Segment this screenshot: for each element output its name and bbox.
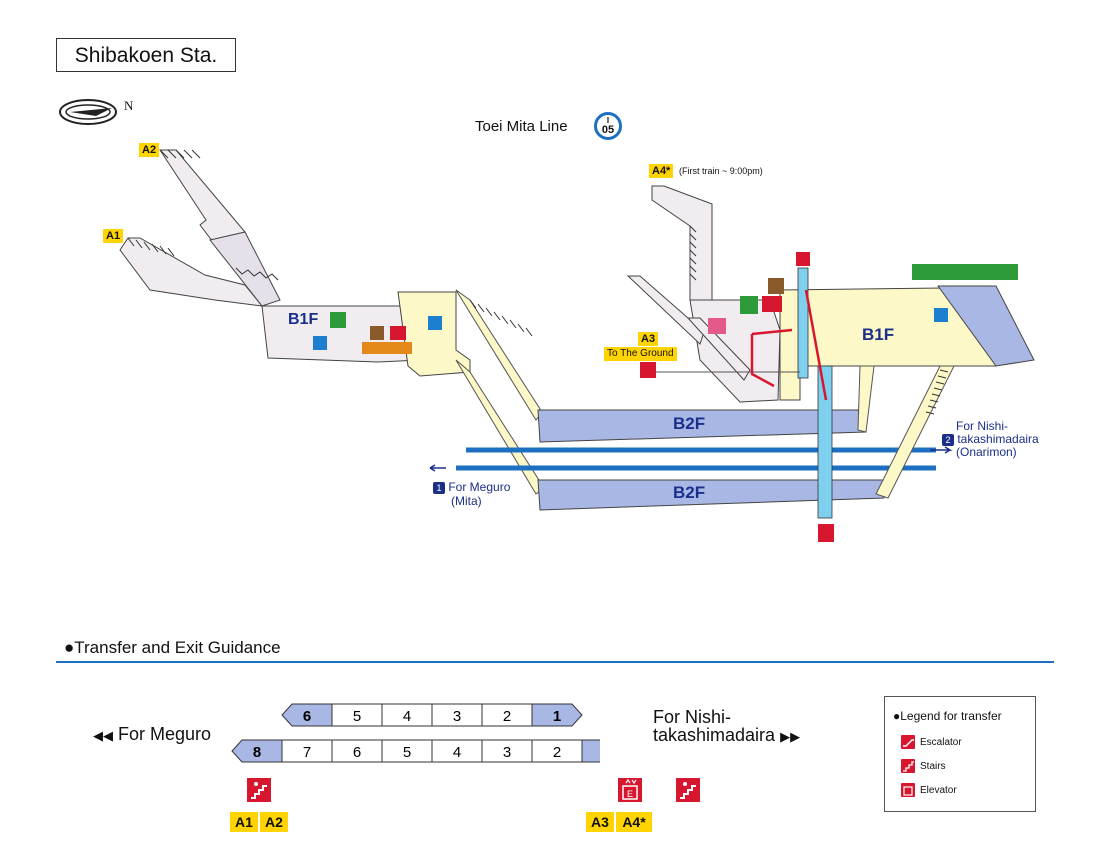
floor-label-b1f-left: B1F: [288, 311, 319, 328]
exit-a3-guidance: A3: [586, 812, 614, 832]
line-code-number: 05: [601, 124, 615, 136]
guidance-title: ●Transfer and Exit Guidance: [64, 638, 281, 657]
train-car: [531, 703, 583, 727]
stairs-icon: [247, 778, 271, 802]
train-car-number: 7: [303, 744, 311, 761]
legend-escalator-label: Escalator: [920, 736, 962, 748]
train-car-number: 6: [303, 708, 311, 725]
train-car: [281, 703, 333, 727]
direction-nishi-label-a: For Nishi-: [653, 707, 732, 727]
compass-icon: [59, 99, 117, 125]
exits-right: A3 A4*: [586, 812, 652, 832]
platform-nishi: For Nishi- 2 takashimadaira (Onarimon): [942, 420, 1039, 459]
legend-row-elevator: Elevator: [901, 783, 957, 797]
elevator-icon: [901, 783, 915, 797]
north-label: N: [124, 98, 134, 113]
exit-a3-note: To The Ground: [604, 347, 677, 361]
train-car-number: 8: [253, 744, 261, 761]
exit-tag-a4: A4*: [649, 164, 674, 178]
line-name: Toei Mita Line: [475, 118, 568, 135]
train-car-number: 5: [403, 744, 411, 761]
floor-label-b2f-bottom: B2F: [673, 483, 706, 502]
line-code-letter: I: [606, 116, 610, 125]
legend-row-stairs: Stairs: [901, 759, 946, 773]
legend-title: ●Legend for transfer: [893, 709, 1002, 723]
stairs-to-b2f-left: [455, 289, 543, 421]
exit-tag-a1: A1: [103, 229, 124, 243]
floor-label-b2f-top: B2F: [673, 414, 706, 433]
train-car-number: 1: [553, 708, 561, 725]
train-car-number: 2: [503, 708, 511, 725]
train-car-number: 4: [403, 708, 411, 725]
stairs-icon: [675, 778, 700, 802]
platform-meguro-sub: (Mita): [451, 494, 482, 508]
exit-tag-a3: A3: [638, 332, 659, 346]
platform-number-1: 1: [433, 482, 445, 494]
direction-nishi: For Nishi- takashimadaira ▶▶: [653, 707, 801, 745]
exit-tag-a2: A2: [139, 143, 160, 157]
station-map: [119, 149, 1035, 542]
b2f-platform-bottom: [537, 479, 885, 511]
direction-nishi-label-b: takashimadaira: [653, 725, 776, 745]
platform-nishi-label-a: For Nishi-: [956, 419, 1009, 433]
direction-meguro-label: For Meguro: [118, 724, 212, 744]
train-6-cars: 6 5 4 3 2 1: [281, 703, 583, 727]
train-car: [231, 739, 283, 763]
exit-a1-guidance: A1: [230, 812, 258, 832]
exit-a4-guidance: A4*: [616, 812, 652, 832]
station-title: Shibakoen Sta.: [56, 38, 236, 72]
train-car-number: 5: [353, 708, 361, 725]
exit-stairs-a4: [651, 185, 713, 301]
platform-meguro: 1 For Meguro (Mita): [433, 480, 510, 508]
legend-stairs-label: Stairs: [920, 760, 946, 772]
exits-left: A1 A2: [230, 812, 288, 832]
train-car-number: 2: [553, 744, 561, 761]
train-diagram: 6 5 4 3 2 1 8 7 6 5 4 3 2 1: [231, 703, 600, 763]
platform-meguro-label: For Meguro: [448, 480, 511, 494]
train-car-number: 3: [453, 708, 461, 725]
train-car-number: 3: [503, 744, 511, 761]
guidance-divider: [56, 661, 1054, 663]
train-car-number: 6: [353, 744, 361, 761]
exit-stairs-a1-a2: [119, 149, 281, 307]
line-code-badge: I 05: [594, 112, 622, 140]
exit-a2-guidance: A2: [260, 812, 288, 832]
legend: ●Legend for transfer Escalator Stairs El…: [884, 696, 1036, 812]
svg-text:E: E: [627, 789, 633, 799]
elevator-icon: E: [618, 778, 643, 802]
floor-label-b1f-right: B1F: [862, 325, 895, 344]
platform-number-2: 2: [942, 434, 954, 446]
stairs-icon: [901, 759, 915, 773]
escalator-icon: [901, 735, 915, 749]
legend-elevator-label: Elevator: [920, 784, 957, 796]
platform-nishi-label-c: (Onarimon): [956, 445, 1017, 459]
exit-a4-note: (First train ~ 9:00pm): [679, 166, 763, 176]
direction-meguro: ◀◀ For Meguro: [93, 724, 212, 744]
train-car-number: 4: [453, 744, 461, 761]
train-car: [581, 739, 600, 763]
legend-row-escalator: Escalator: [901, 735, 962, 749]
train-8-cars: 87654321: [231, 739, 600, 763]
platform-nishi-label-b: takashimadaira: [957, 432, 1039, 446]
